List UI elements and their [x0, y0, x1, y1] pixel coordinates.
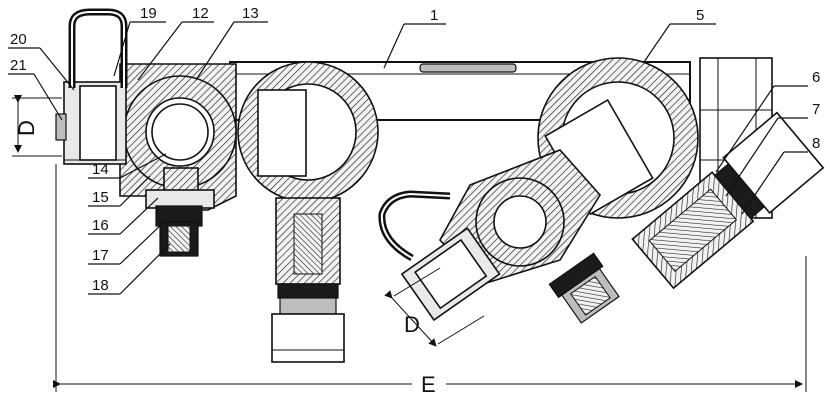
callout-12: 12: [192, 5, 209, 22]
callout-7: 7: [812, 101, 820, 118]
callout-13: 13: [242, 5, 259, 22]
callout-5: 5: [696, 7, 704, 24]
dimension-d-left-label: D: [14, 120, 39, 136]
callout-8: 8: [812, 135, 820, 152]
callout-21: 21: [10, 57, 27, 74]
callout-6: 6: [812, 69, 820, 86]
name-plate: [419, 63, 517, 73]
leader-lines: [8, 21, 808, 295]
dimension-d-bottom: D: [384, 267, 485, 347]
callout-20: 20: [10, 31, 27, 48]
left-valve-assembly: [55, 8, 237, 257]
callout-1: 1: [430, 7, 438, 24]
center-pipe-section: [237, 61, 379, 363]
dimension-d-bottom-label: D: [404, 312, 420, 337]
dimension-d-left: D: [12, 95, 62, 157]
callout-17: 17: [92, 247, 109, 264]
callout-14: 14: [92, 161, 109, 178]
dimension-e: E: [53, 164, 807, 397]
callout-18: 18: [92, 277, 109, 294]
callout-15: 15: [92, 189, 109, 206]
callout-19: 19: [140, 5, 157, 22]
callout-labels: 20 21 19 12 13 1 5 6 7 8 14 15 16 17 18: [10, 5, 820, 294]
callout-16: 16: [92, 217, 109, 234]
dimension-e-label: E: [421, 372, 436, 397]
